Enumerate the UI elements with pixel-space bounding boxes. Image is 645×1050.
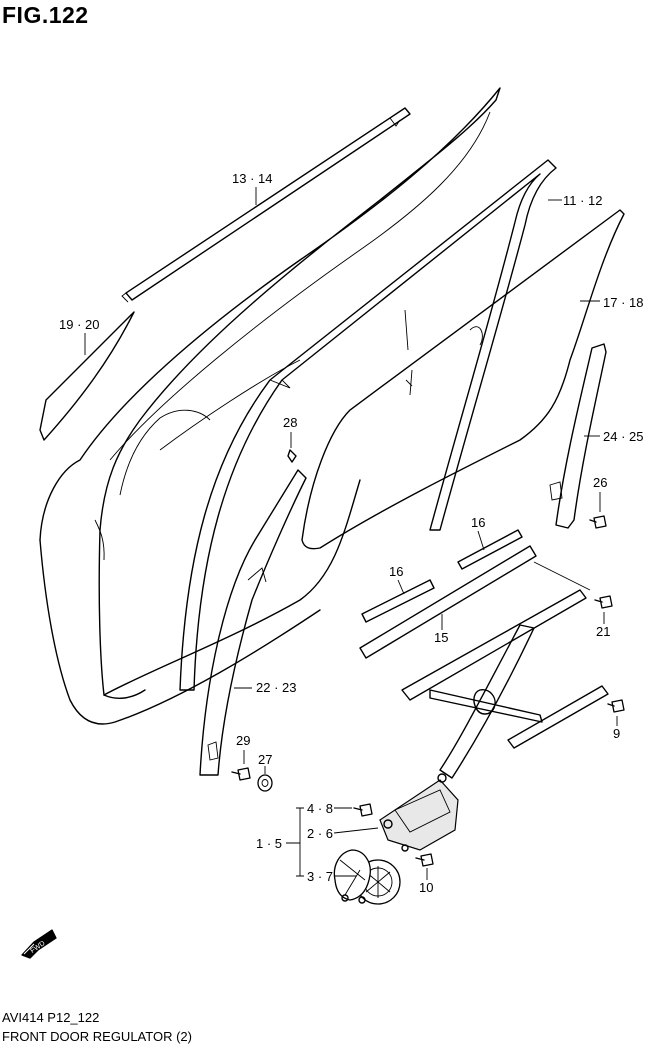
bolt-26-icon [589,515,607,529]
callout-13-14: 13 · 14 [232,171,273,186]
quarter-glass [39,311,135,441]
callout-27: 27 [258,752,273,767]
front-channel [199,469,307,776]
callout-16-lower: 16 [389,564,404,579]
model-code: AVI414 P12_122 [2,1010,100,1025]
lift-channel [359,545,591,659]
callout-2-6: 2 · 6 [307,826,334,841]
callout-21: 21 [596,624,611,639]
callout-28: 28 [283,415,298,430]
callout-9: 9 [613,726,621,741]
callout-26: 26 [593,475,608,490]
outer-weatherstrip [121,107,411,303]
figure-name: FRONT DOOR REGULATOR (2) [2,1029,192,1044]
bolt-10-icon [415,853,434,867]
callout-11-12: 11 · 12 [563,193,603,208]
callout-29: 29 [236,733,251,748]
door-frame [39,87,501,725]
window-regulator [379,589,609,852]
regulator-motor [333,849,401,905]
door-glass [301,209,625,550]
felt-strip-lower [361,579,435,623]
rear-channel [549,343,607,529]
bolt-9-icon [607,699,625,713]
clip-28 [287,449,297,463]
fwd-arrow-icon [21,929,57,959]
callout-16-upper: 16 [471,515,486,530]
bolt-21-icon [594,595,613,609]
figure-title: FIG.122 [2,2,89,28]
callout-4-8: 4 · 8 [307,801,334,816]
glass-run-channel [179,159,557,691]
callout-10: 10 [419,880,434,895]
callout-15: 15 [434,630,449,645]
callout-1-5: 1 · 5 [256,836,283,851]
callout-22-23: 22 · 23 [256,680,297,695]
felt-strip-upper [457,529,523,570]
bolt-29-icon [231,767,251,781]
bolt-4-8-icon [353,803,373,817]
callout-3-7: 3 · 7 [307,869,334,884]
callout-17-18: 17 · 18 [603,295,644,310]
callout-19-20: 19 · 20 [59,317,100,332]
washer-27-icon [257,774,273,792]
callout-24-25: 24 · 25 [603,429,644,444]
